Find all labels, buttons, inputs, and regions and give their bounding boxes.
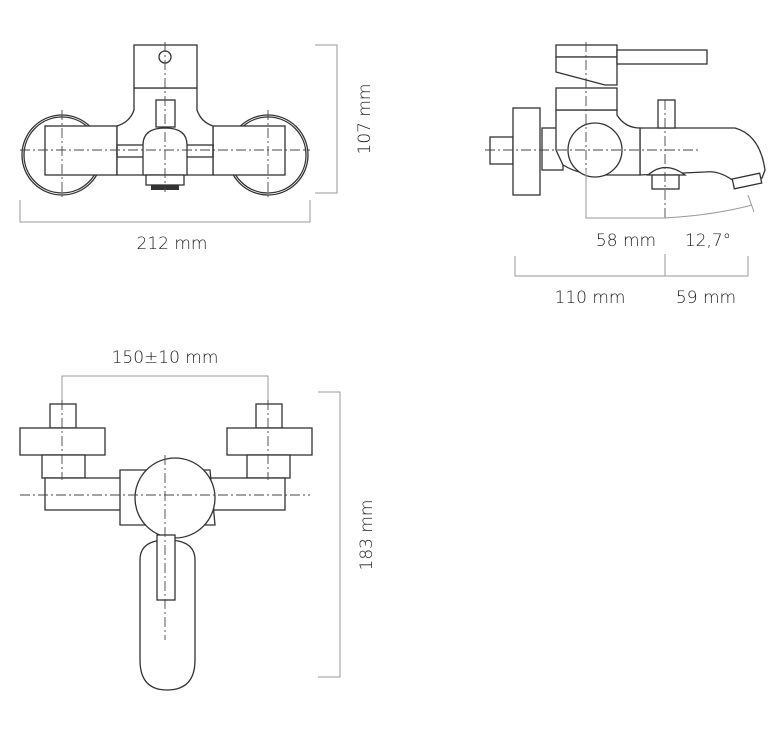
inlet-spacing-dimension	[61, 375, 269, 400]
top-height-label: 183 mm	[357, 500, 377, 571]
front-height-label: 107 mm	[355, 84, 375, 155]
front-width-label: 212 mm	[137, 234, 208, 254]
front-height-dimension	[315, 44, 338, 194]
spout-reach-label: 58 mm	[596, 231, 656, 251]
side-depth-label: 110 mm	[555, 288, 626, 308]
side-view	[485, 42, 766, 218]
top-view	[19, 400, 313, 691]
spout-angle-label: 12,7°	[685, 231, 731, 251]
top-height-dimension	[318, 391, 341, 678]
spout-depth-label: 59 mm	[676, 288, 736, 308]
side-depth-dimension	[514, 254, 749, 277]
spout-reach-dimension	[585, 170, 755, 219]
front-width-dimension	[19, 200, 311, 223]
inlet-spacing-label: 150±10 mm	[112, 348, 219, 368]
front-view	[20, 42, 310, 198]
